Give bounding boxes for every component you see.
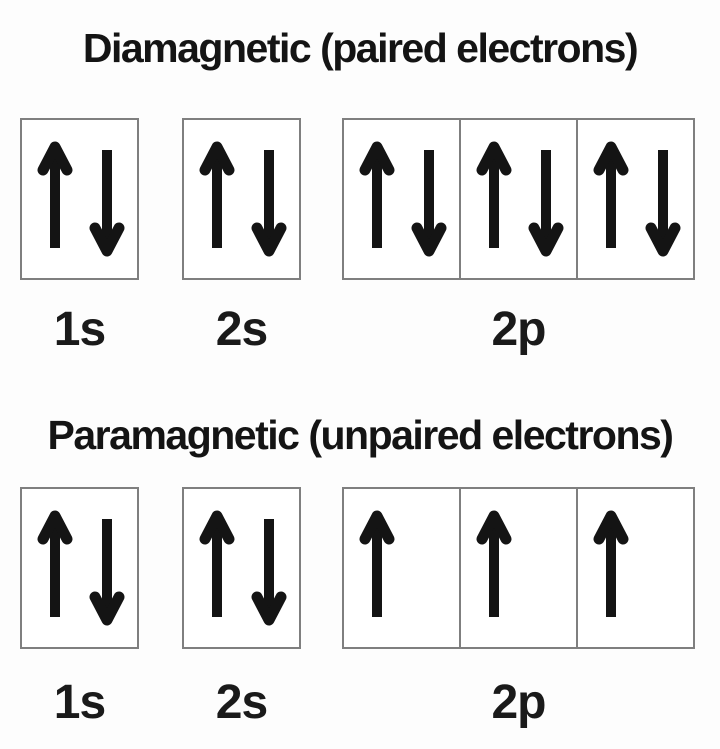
orbital-label-2s: 2s	[215, 676, 268, 730]
diamagnetic-section: Diamagnetic (paired electrons) 1s 2s 2p	[0, 24, 720, 354]
orbital-box	[459, 118, 578, 281]
orbital-box	[182, 487, 301, 650]
spin-up-arrow-icon	[359, 141, 395, 249]
orbital-box	[342, 118, 461, 281]
spin-down-arrow-icon	[645, 150, 681, 257]
spin-down-arrow-icon	[251, 519, 287, 626]
spin-up-arrow-icon	[476, 141, 512, 249]
orbital-group-1s	[20, 118, 139, 281]
spin-up-arrow-icon	[476, 510, 512, 618]
orbital-group-2s	[182, 487, 301, 650]
orbital-label-2p: 2p	[491, 303, 546, 357]
orbital-group-2p	[342, 487, 695, 650]
spin-down-arrow-icon	[528, 150, 564, 257]
paramagnetic-section: Paramagnetic (unpaired electrons) 1s 2s 2p	[0, 411, 720, 727]
spin-up-arrow-icon	[37, 510, 73, 618]
orbital-box	[342, 487, 461, 650]
spin-up-arrow-icon	[593, 141, 629, 249]
orbital-group-2s	[182, 118, 301, 281]
spin-down-arrow-icon	[251, 150, 287, 257]
orbital-box	[576, 487, 695, 650]
diamagnetic-labels-row: 1s 2s 2p	[0, 306, 720, 354]
orbital-label-2s: 2s	[215, 303, 268, 357]
spin-down-arrow-icon	[411, 150, 447, 257]
orbital-label-1s: 1s	[53, 303, 106, 357]
spin-up-arrow-icon	[37, 141, 73, 249]
orbital-box	[459, 487, 578, 650]
orbital-label-1s: 1s	[53, 676, 106, 730]
diamagnetic-title: Diamagnetic (paired electrons)	[82, 25, 639, 71]
spin-up-arrow-icon	[199, 141, 235, 249]
spin-down-arrow-icon	[89, 519, 125, 626]
orbital-group-1s	[20, 487, 139, 650]
spin-up-arrow-icon	[199, 510, 235, 618]
orbital-box	[576, 118, 695, 281]
spin-down-arrow-icon	[89, 150, 125, 257]
diamagnetic-boxes-row	[0, 118, 720, 281]
orbital-box	[20, 118, 139, 281]
paramagnetic-labels-row: 1s 2s 2p	[0, 679, 720, 727]
orbital-label-2p: 2p	[491, 676, 546, 730]
paramagnetic-boxes-row	[0, 487, 720, 650]
spin-up-arrow-icon	[359, 510, 395, 618]
spin-up-arrow-icon	[593, 510, 629, 618]
orbital-group-2p	[342, 118, 695, 281]
orbital-box	[182, 118, 301, 281]
orbital-box	[20, 487, 139, 650]
paramagnetic-title: Paramagnetic (unpaired electrons)	[47, 412, 674, 459]
